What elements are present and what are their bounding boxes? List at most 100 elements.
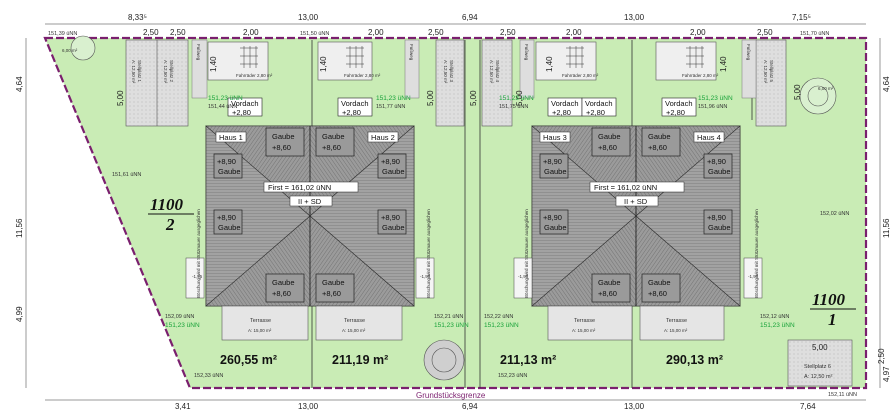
canopy-label: Vordach: [341, 99, 369, 108]
parking-label: Stellplatz 1: [137, 60, 142, 83]
canopy-label: Vordach: [585, 99, 613, 108]
dormer-height: +8,90: [543, 157, 562, 166]
parcel-sub: 2: [165, 215, 175, 234]
stair-level: -1,95: [420, 274, 431, 279]
terrace-area: A: 15,00 m²: [664, 328, 688, 333]
level-label: 152,22 üNN: [484, 314, 513, 320]
dim-top: 13,00: [624, 13, 645, 22]
dormer-height: +8,60: [322, 143, 341, 152]
terraces: [221, 305, 725, 341]
dormer-label: Gaube: [382, 223, 405, 232]
terrace-area: A: 15,00 m²: [342, 328, 366, 333]
lot-area: 290,13 m²: [666, 353, 723, 367]
dim-right: 11,56: [882, 218, 891, 238]
stair-note: Böschung wird mit Stützmauer ausgegliche…: [426, 209, 431, 298]
bike-label: Fahrräder 2,80 m²: [562, 73, 599, 78]
level-label: 151,39 üNN: [48, 31, 77, 37]
canopy-label: Vordach: [231, 99, 259, 108]
dormer-label: Gaube: [272, 278, 295, 287]
dim-inner: 5,00: [515, 90, 524, 106]
level-label: 152,23 üNN: [498, 373, 527, 379]
bike-label: Fahrräder 2,80 m²: [682, 73, 719, 78]
dimension-lines: [25, 23, 881, 401]
level-label: 152,33 üNN: [194, 373, 223, 379]
dormer-height: +8,60: [272, 289, 291, 298]
level-label: 152,21 üNN: [434, 314, 463, 320]
dim-top: 2,50: [428, 28, 444, 37]
path-label: Fußweg: [196, 44, 201, 61]
house-label: Haus 4: [697, 133, 721, 142]
dormer-height: +8,60: [598, 289, 617, 298]
parking-area-label: A: 12,50 m²: [163, 60, 168, 84]
level-label: 151,70 üNN: [800, 31, 829, 37]
dormer-height: +8,60: [272, 143, 291, 152]
ridge-label: First = 161,02 üNN: [268, 183, 331, 192]
dormer-height: +8,60: [598, 143, 617, 152]
canopy-height: +2,80: [342, 108, 361, 117]
level-label: 151,50 üNN: [300, 31, 329, 37]
level-label: 151,77 üNN: [376, 104, 405, 110]
dim-right: 4,64: [882, 76, 891, 92]
terrace-label: Terrasse: [666, 318, 687, 324]
parking-area-label: A: 12,50 m²: [131, 60, 136, 84]
dormer-height: +8,90: [217, 157, 236, 166]
terrace-area: A: 15,00 m²: [248, 328, 272, 333]
parcel-number: 1100: [150, 195, 184, 214]
level-label: 152,09 üNN: [165, 314, 194, 320]
level-label: 152,11 üNN: [828, 392, 857, 398]
lot-area: 260,55 m²: [220, 353, 277, 367]
canopies: [227, 97, 697, 117]
dormer-height: +8,90: [707, 157, 726, 166]
level-label: 152,02 üNN: [820, 211, 849, 217]
dim-inner: 5,00: [426, 90, 435, 106]
dim-top: 2,00: [368, 28, 384, 37]
small-area: 6,00 m²: [818, 86, 834, 91]
dim-top: 2,00: [566, 28, 582, 37]
dormer-height: +8,90: [543, 213, 562, 222]
bike-label: Fahrräder 2,80 m²: [344, 73, 381, 78]
dim-top: 13,00: [298, 13, 319, 22]
path-label: Fußweg: [746, 44, 751, 61]
parking-area-label: A: 12,50 m²: [804, 374, 833, 380]
parking-label: Stellplatz 3: [449, 60, 454, 83]
level-label: 152,12 üNN: [760, 314, 789, 320]
dim-inner: 5,00: [812, 343, 828, 352]
parking-label: Stellplatz 2: [169, 60, 174, 83]
dormer-label: Gaube: [322, 132, 345, 141]
lot-area: 211,19 m²: [332, 353, 388, 367]
dormer-label: Gaube: [322, 278, 345, 287]
dormer-label: Gaube: [648, 278, 671, 287]
green-level: 151,23 üNN: [165, 322, 200, 329]
dim-top: 7,15⁵: [792, 13, 811, 22]
stair-note: Böschung wird mit Stützmauer ausgegliche…: [754, 209, 759, 298]
dormer-label: Gaube: [708, 223, 731, 232]
dormer-label: Gaube: [382, 167, 405, 176]
dormer-label: Gaube: [218, 167, 241, 176]
house-label: Haus 1: [219, 133, 243, 142]
house-labels-bg: [215, 131, 725, 143]
dormer-label: Gaube: [272, 132, 295, 141]
green-level: 151,23 üNN: [760, 322, 795, 329]
parking-label: Stellplatz 6: [804, 364, 831, 370]
level-label: 151,61 üNN: [112, 172, 141, 178]
parking-area-label: A: 12,50 m²: [443, 60, 448, 84]
dormers: [213, 127, 733, 303]
terrace-label: Terrasse: [574, 318, 595, 324]
dim-bottom: 7,64: [800, 402, 816, 411]
stairs: [185, 257, 763, 299]
dim-top: 2,50: [170, 28, 186, 37]
small-area: 6,00 m²: [62, 48, 78, 53]
dormer-label: Gaube: [544, 223, 567, 232]
dormer-height: +8,90: [381, 157, 400, 166]
dormer-label: Gaube: [708, 167, 731, 176]
green-level: 151,23 üNN: [484, 322, 519, 329]
green-level: 151,23 üNN: [208, 95, 243, 102]
dim-right: 4,97: [882, 366, 891, 382]
bike-label: Fahrräder 2,80 m²: [236, 73, 273, 78]
dim-bottom: 13,00: [298, 402, 319, 411]
level-label: 151,44 üNN: [208, 104, 237, 110]
canopy-height: +2,80: [586, 108, 605, 117]
dim-inner: 2,50: [877, 348, 886, 364]
